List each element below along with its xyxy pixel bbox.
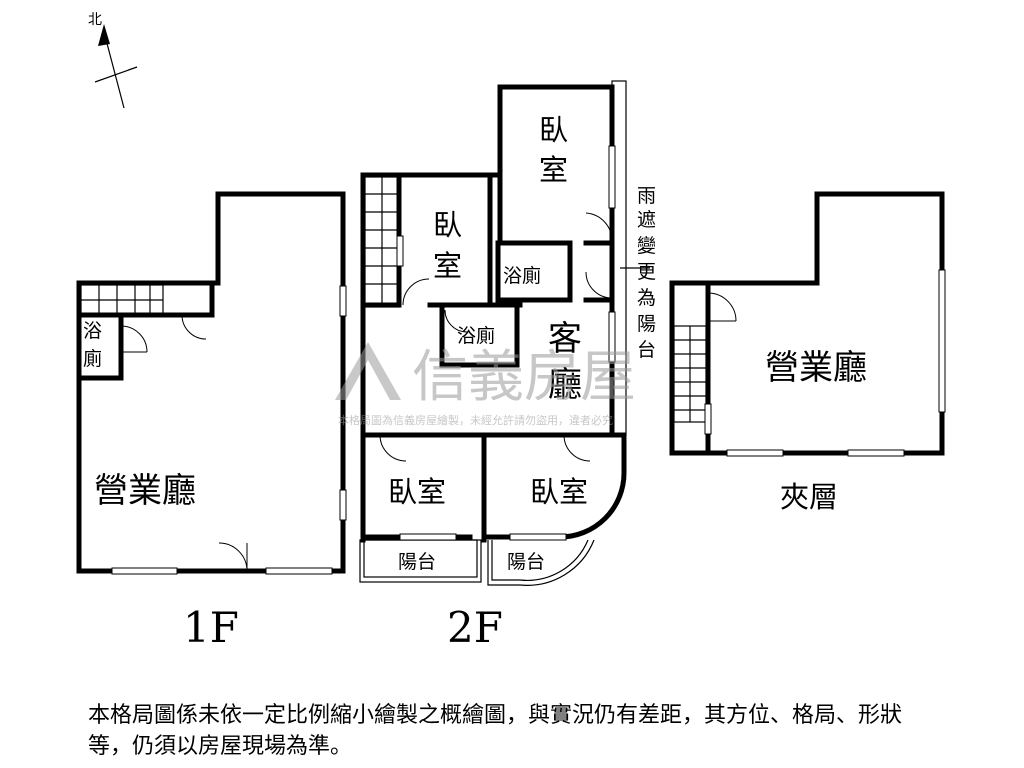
floor-2f: 臥 室 臥 室 浴廁 浴廁 客 廳 臥室 臥室 陽台 陽台 雨 遮 變 更 為 … xyxy=(359,80,656,652)
watermark: 信義房屋 本格局圖為信義房屋繪製，未經允許請勿盜用，違者必究 xyxy=(335,342,636,427)
2f-living-label-1: 客 xyxy=(548,319,582,359)
north-label: 北 xyxy=(88,12,102,28)
2f-floor-label: 2F xyxy=(447,603,503,652)
1f-outer-wall xyxy=(76,191,346,574)
2f-bedroom-top-label-2: 室 xyxy=(539,153,568,187)
1f-bath-label-2: 廁 xyxy=(83,347,102,370)
2f-bedroom-br-label: 臥室 xyxy=(530,475,588,509)
svg-text:雨: 雨 xyxy=(637,185,656,207)
2f-bedroom-bl-label: 臥室 xyxy=(388,475,446,509)
1f-main-hall-label: 營業廳 xyxy=(94,471,196,511)
1f-bath-label-1: 浴 xyxy=(83,320,102,342)
watermark-note: 本格局圖為信義房屋繪製，未經允許請勿盜用，違者必究 xyxy=(338,413,613,427)
svg-text:台: 台 xyxy=(637,339,656,361)
2f-living-label-2: 廳 xyxy=(548,365,582,405)
mezz-floor-label: 夾層 xyxy=(780,480,838,514)
floor-1f: 浴 廁 營業廳 1F xyxy=(76,191,347,652)
north-arrow: 北 xyxy=(88,12,138,109)
2f-bedroom-left-label-1: 臥 xyxy=(433,208,462,242)
svg-text:更: 更 xyxy=(637,261,656,283)
svg-text:遮: 遮 xyxy=(637,209,656,231)
2f-stairs xyxy=(364,176,400,308)
floor-mezzanine: 營業廳 夾層 xyxy=(669,191,946,514)
mezz-outer-wall xyxy=(669,191,945,456)
1f-stairs xyxy=(80,284,164,316)
watermark-logo-icon xyxy=(335,342,401,400)
svg-text:為: 為 xyxy=(637,287,656,309)
2f-bedroom-left-label-2: 室 xyxy=(433,249,462,283)
disclaimer-text: 本格局圖係未依一定比例縮小繪製之概繪圖，與實況仍有差距，其方位、格局、形狀等，仍… xyxy=(88,703,903,759)
2f-balcony-left-label: 陽台 xyxy=(398,551,436,573)
2f-balcony-right-label: 陽台 xyxy=(507,551,545,573)
2f-bedroom-top-label-1: 臥 xyxy=(539,113,568,147)
mezz-main-hall-label: 營業廳 xyxy=(765,348,867,388)
svg-text:變: 變 xyxy=(637,235,656,257)
mezz-stairs xyxy=(673,325,707,423)
2f-canopy-note: 雨 遮 變 更 為 陽 台 xyxy=(637,185,656,361)
1f-floor-label: 1F xyxy=(183,603,239,652)
2f-bath-upper-label: 浴廁 xyxy=(503,264,541,287)
2f-bath-lower-label: 浴廁 xyxy=(457,324,495,347)
svg-text:陽: 陽 xyxy=(637,313,656,335)
watermark-brand: 信義房屋 xyxy=(412,345,636,410)
